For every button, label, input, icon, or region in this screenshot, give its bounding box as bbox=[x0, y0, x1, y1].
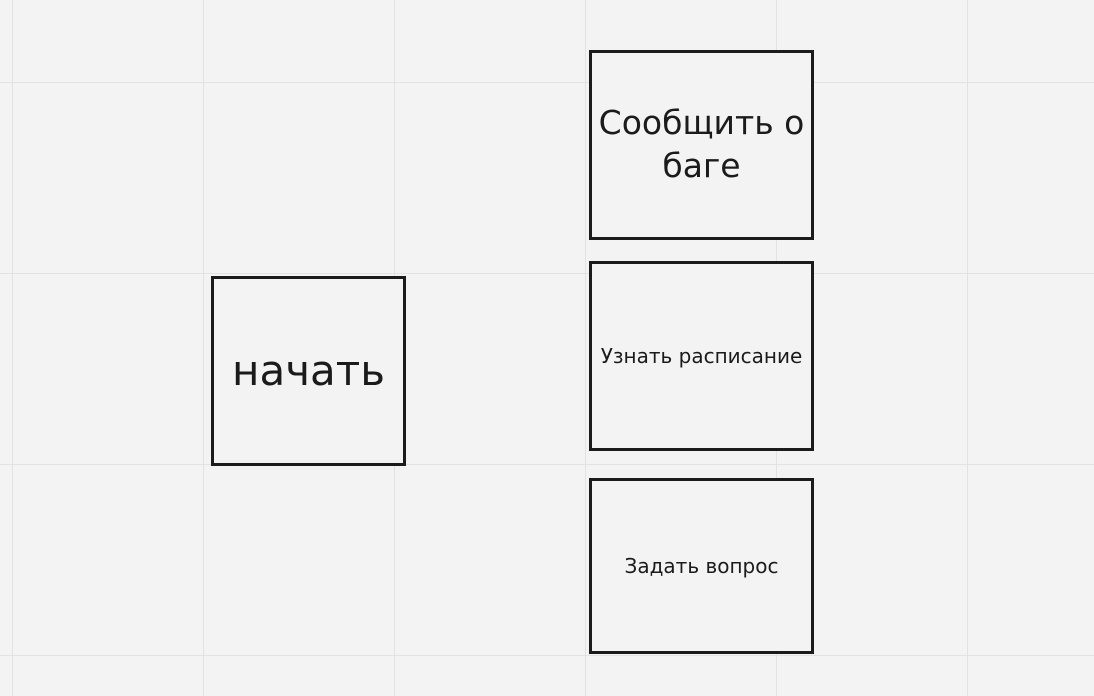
report-bug-label: Сообщить о баге bbox=[598, 103, 805, 185]
ask-question-box[interactable]: Задать вопрос bbox=[589, 478, 814, 654]
report-bug-box[interactable]: Сообщить о баге bbox=[589, 50, 814, 240]
schedule-label: Узнать расписание bbox=[600, 344, 803, 368]
start-box[interactable]: начать bbox=[211, 276, 406, 466]
start-label: начать bbox=[232, 345, 385, 395]
schedule-box[interactable]: Узнать расписание bbox=[589, 261, 814, 451]
ask-question-label: Задать вопрос bbox=[624, 554, 779, 578]
